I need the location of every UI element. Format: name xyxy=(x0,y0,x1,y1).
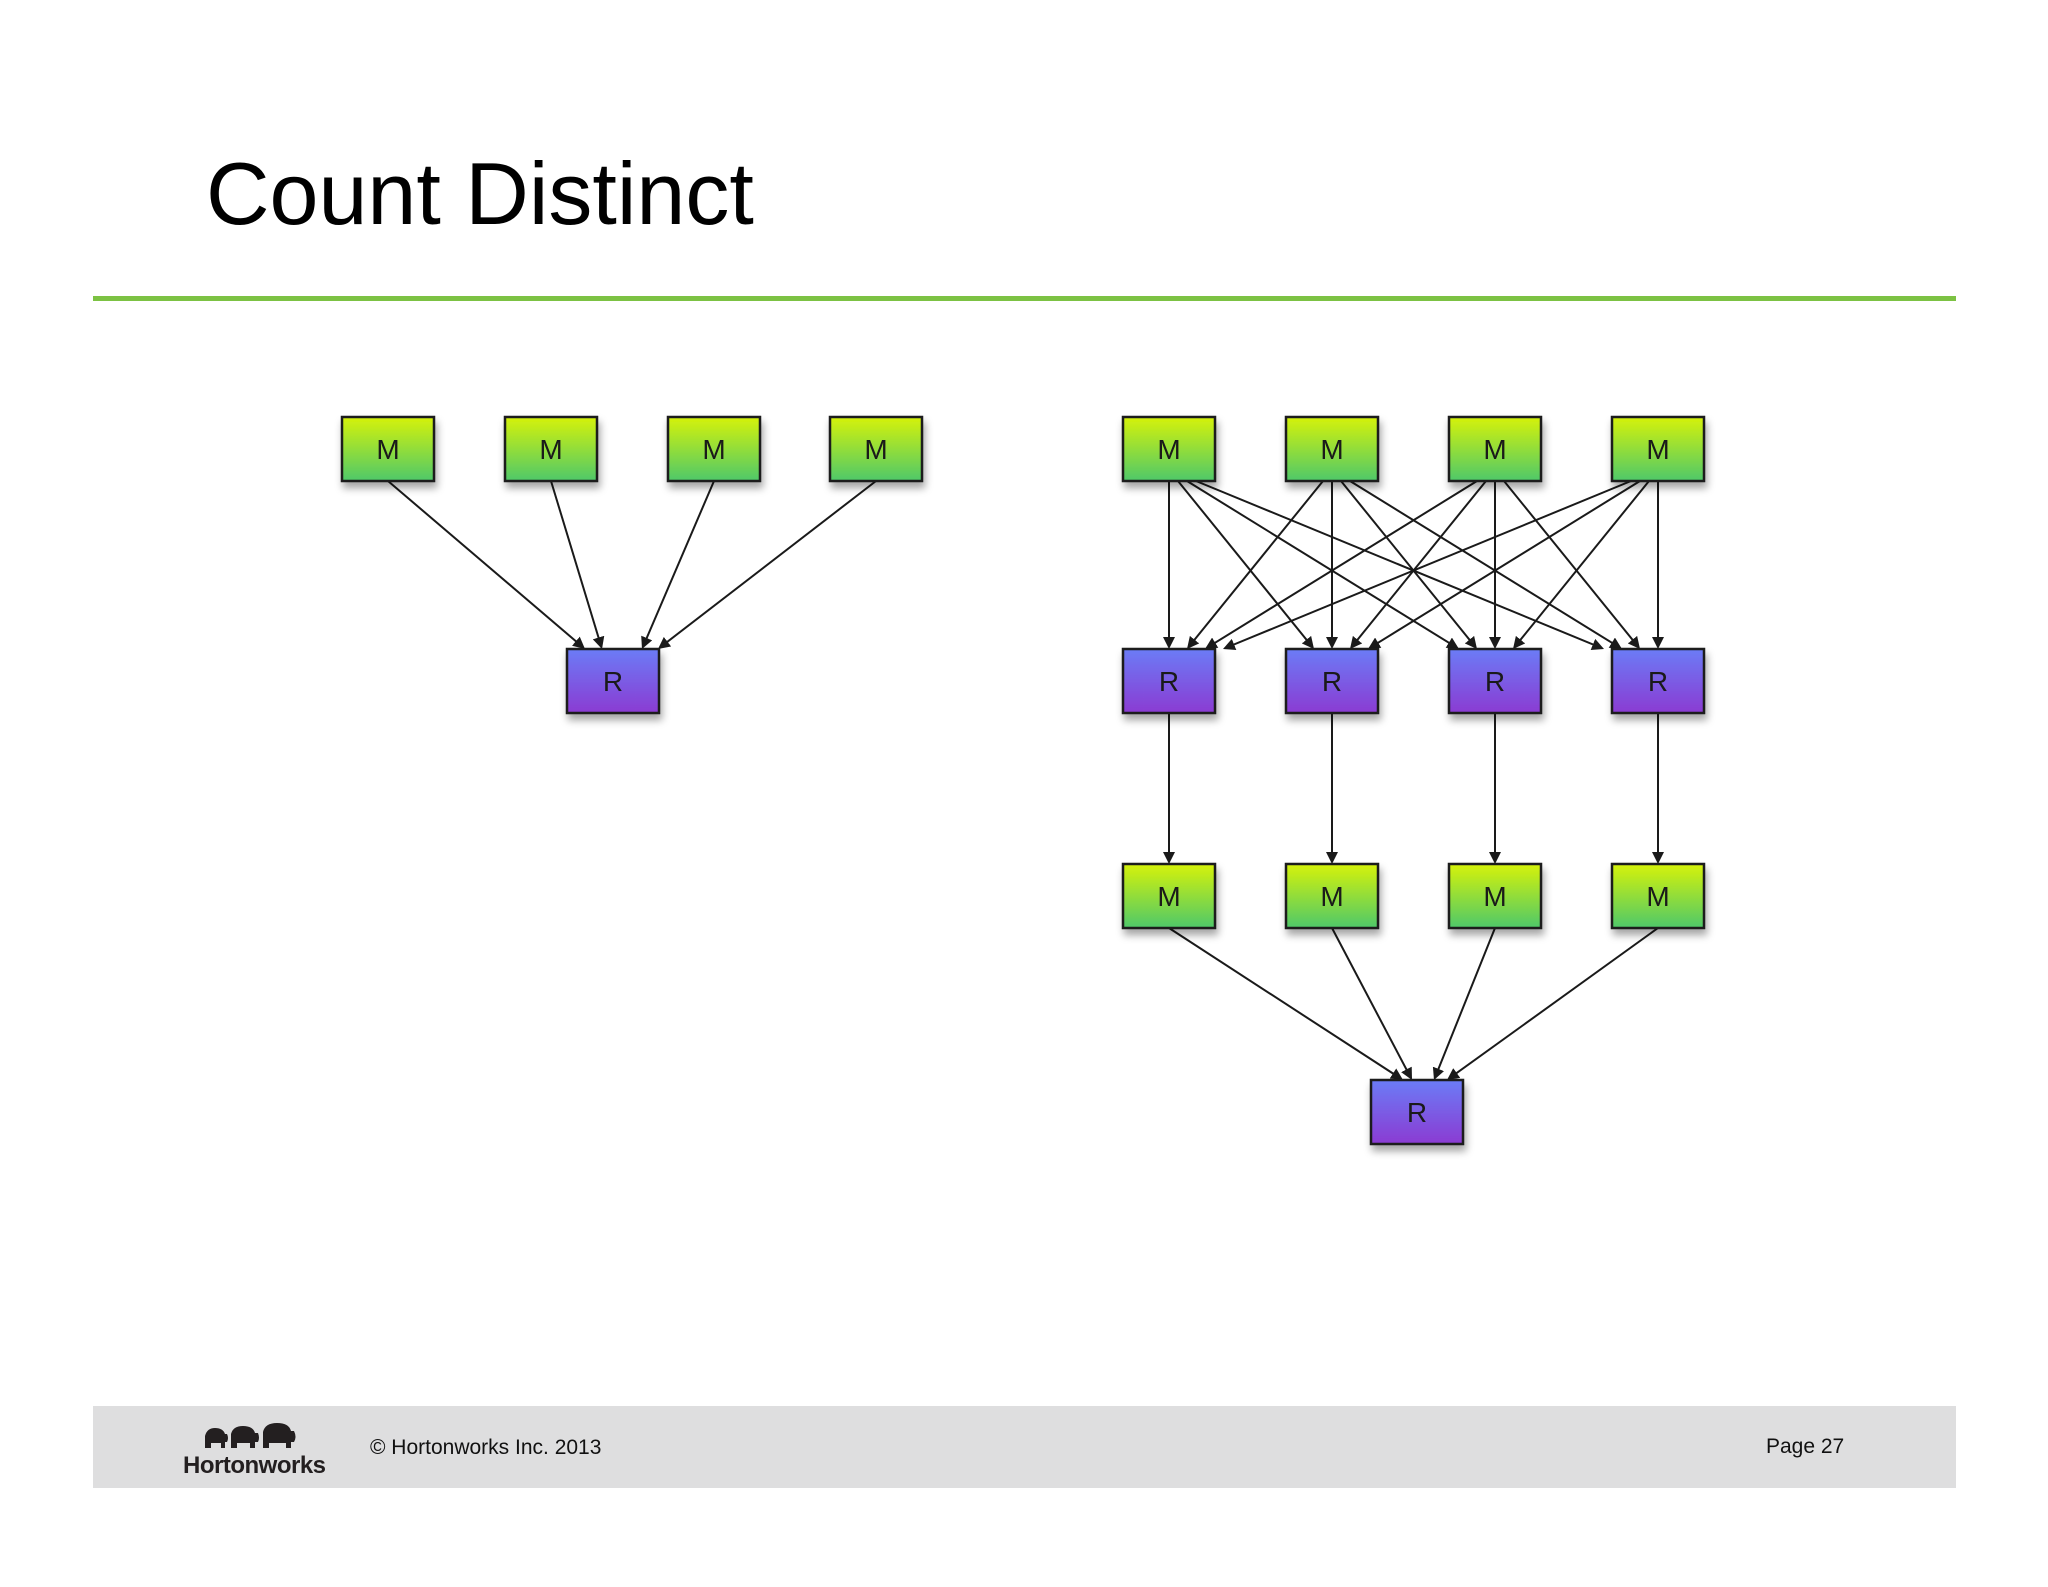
right-stage2-map-task-2-box xyxy=(1284,862,1380,930)
right-stage2-map-task-1-label: M xyxy=(1157,881,1180,912)
right-edge-map3-to-reduce4 xyxy=(1503,480,1640,649)
right-edge-map3-to-reduce2 xyxy=(1350,480,1487,649)
left-reduce-task-1: R xyxy=(565,647,661,715)
left-map-task-2-label: M xyxy=(539,434,562,465)
right-stage2-map-task-3: M xyxy=(1447,862,1543,930)
right-edge-map2-1-to-final-reduce xyxy=(1168,927,1403,1080)
right-final-reduce-task-1-box xyxy=(1369,1078,1465,1146)
elephants-icon xyxy=(205,1423,296,1448)
right-final-reduce-task-1-label: R xyxy=(1407,1097,1427,1128)
right-stage1-map-task-2-box xyxy=(1284,415,1380,483)
copyright-text: © Hortonworks Inc. 2013 xyxy=(370,1436,602,1459)
edges-layer xyxy=(387,480,1664,1081)
right-edge-map1-to-reduce2 xyxy=(1177,480,1314,649)
right-stage2-map-task-4: M xyxy=(1610,862,1706,930)
left-reduce-task-1-box xyxy=(565,647,661,715)
nodes-layer: M M M M R M M M M R R R R M M M M R xyxy=(340,415,1706,1146)
right-stage2-map-task-4-box xyxy=(1610,862,1706,930)
right-stage1-map-task-3-label: M xyxy=(1483,434,1506,465)
right-stage1-reduce-task-1-box xyxy=(1121,647,1217,715)
right-edge-map4-to-reduce1 xyxy=(1223,480,1632,650)
right-stage2-map-task-2: M xyxy=(1284,862,1380,930)
right-edge-map2-to-reduce3 xyxy=(1340,480,1477,649)
right-stage1-reduce-task-3: R xyxy=(1447,647,1543,715)
right-stage1-reduce-task-2-label: R xyxy=(1322,666,1342,697)
left-map-task-3: M xyxy=(666,415,762,483)
right-edge-map1-to-reduce3 xyxy=(1186,480,1460,650)
left-map-task-1-label: M xyxy=(376,434,399,465)
right-edge-map2-4-to-final-reduce xyxy=(1447,927,1659,1080)
right-stage1-map-task-1-box xyxy=(1121,415,1217,483)
right-stage1-reduce-task-2: R xyxy=(1284,647,1380,715)
left-map-task-4-label: M xyxy=(864,434,887,465)
right-edge-map4-to-reduce2 xyxy=(1367,480,1641,650)
right-stage2-map-task-3-box xyxy=(1447,862,1543,930)
right-stage2-map-task-1: M xyxy=(1121,862,1217,930)
right-stage1-map-task-4-box xyxy=(1610,415,1706,483)
right-stage1-reduce-task-3-label: R xyxy=(1485,666,1505,697)
right-stage1-reduce-task-4-label: R xyxy=(1648,666,1668,697)
left-map-task-3-label: M xyxy=(702,434,725,465)
right-stage1-reduce-task-1-label: R xyxy=(1159,666,1179,697)
left-edge-map1-to-reduce xyxy=(387,480,585,649)
right-stage1-map-task-3: M xyxy=(1447,415,1543,483)
right-stage2-map-task-4-label: M xyxy=(1646,881,1669,912)
right-stage1-reduce-task-4: R xyxy=(1610,647,1706,715)
left-map-task-4: M xyxy=(828,415,924,483)
left-reduce-task-1-label: R xyxy=(603,666,623,697)
logo-wordmark: Hortonworks xyxy=(183,1452,326,1479)
right-stage1-map-task-3-box xyxy=(1447,415,1543,483)
right-stage1-reduce-task-2-box xyxy=(1284,647,1380,715)
left-map-task-4-box xyxy=(828,415,924,483)
right-stage1-map-task-4-label: M xyxy=(1646,434,1669,465)
right-stage1-reduce-task-4-box xyxy=(1610,647,1706,715)
title-divider xyxy=(93,296,1956,301)
right-edge-map1-to-reduce4 xyxy=(1195,480,1604,650)
right-stage1-map-task-1: M xyxy=(1121,415,1217,483)
right-edge-map4-to-reduce3 xyxy=(1513,480,1650,649)
right-stage1-map-task-4: M xyxy=(1610,415,1706,483)
footer-bar xyxy=(93,1406,1956,1488)
left-map-task-1: M xyxy=(340,415,436,483)
right-stage1-reduce-task-1: R xyxy=(1121,647,1217,715)
left-map-task-3-box xyxy=(666,415,762,483)
right-edge-map2-to-reduce1 xyxy=(1187,480,1324,649)
left-edge-map4-to-reduce xyxy=(658,480,877,650)
left-map-task-2: M xyxy=(503,415,599,483)
right-edge-map2-2-to-final-reduce xyxy=(1331,927,1412,1080)
right-stage1-map-task-1-label: M xyxy=(1157,434,1180,465)
right-stage1-reduce-task-3-box xyxy=(1447,647,1543,715)
right-edge-map2-3-to-final-reduce xyxy=(1432,927,1496,1081)
right-edge-map2-to-reduce4 xyxy=(1349,480,1623,650)
left-map-task-1-box xyxy=(340,415,436,483)
page-number: Page 27 xyxy=(1766,1435,1845,1458)
left-edge-map2-to-reduce xyxy=(550,480,605,650)
right-stage2-map-task-3-label: M xyxy=(1483,881,1506,912)
left-map-task-2-box xyxy=(503,415,599,483)
right-stage1-map-task-2-label: M xyxy=(1320,434,1343,465)
hortonworks-logo: Hortonworks xyxy=(183,1418,343,1479)
right-final-reduce-task-1: R xyxy=(1369,1078,1465,1146)
right-stage2-map-task-2-label: M xyxy=(1320,881,1343,912)
right-stage1-map-task-2: M xyxy=(1284,415,1380,483)
right-edge-map3-to-reduce1 xyxy=(1204,480,1478,650)
right-stage2-map-task-1-box xyxy=(1121,862,1217,930)
slide-title: Count Distinct xyxy=(206,144,754,243)
left-edge-map3-to-reduce xyxy=(641,480,715,649)
